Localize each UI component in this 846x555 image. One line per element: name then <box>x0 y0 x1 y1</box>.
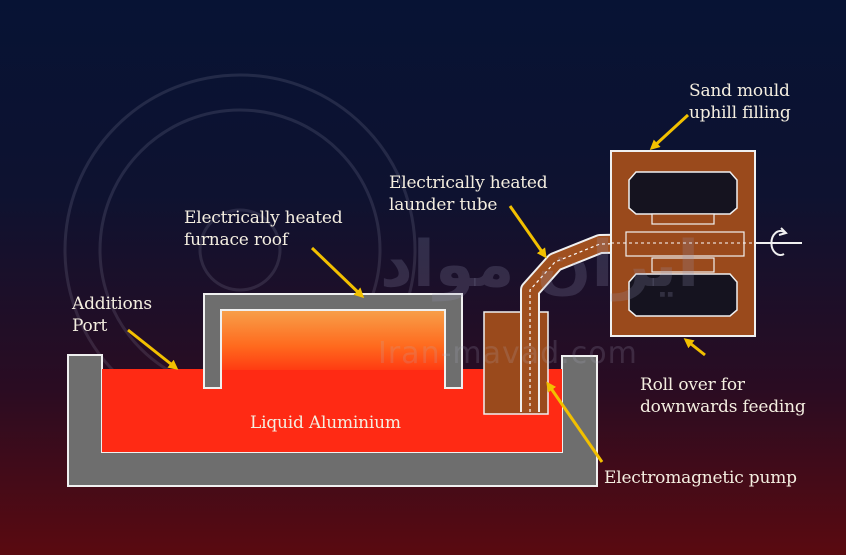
label-launder-tube: Electrically heated launder tube <box>389 173 548 215</box>
label-roll-over: Roll over for downwards feeding <box>640 375 806 417</box>
rotation-icon <box>756 227 802 256</box>
roof-hot-zone <box>221 310 445 370</box>
label-em-pump: Electromagnetic pump <box>604 468 797 488</box>
arrow-launder-tube <box>508 205 547 259</box>
watermark-logo: ایران مواد <box>380 228 700 302</box>
arrow-roll-over <box>683 338 706 357</box>
label-sand-mould: Sand mould uphill filling <box>689 81 791 123</box>
arrow-additions-port <box>127 328 179 370</box>
arrow-em-pump <box>546 381 604 463</box>
arrow-furnace-roof <box>310 246 365 299</box>
arrow-sand-mould <box>649 113 690 151</box>
label-furnace-roof: Electrically heated furnace roof <box>184 208 343 250</box>
furnace-roof <box>203 293 463 389</box>
label-liquid-aluminium: Liquid Aluminium <box>250 413 401 433</box>
sand-mould <box>610 150 756 337</box>
watermark-url: Iran-mavad.com <box>378 336 638 371</box>
label-additions-port: Additions Port <box>72 294 152 336</box>
